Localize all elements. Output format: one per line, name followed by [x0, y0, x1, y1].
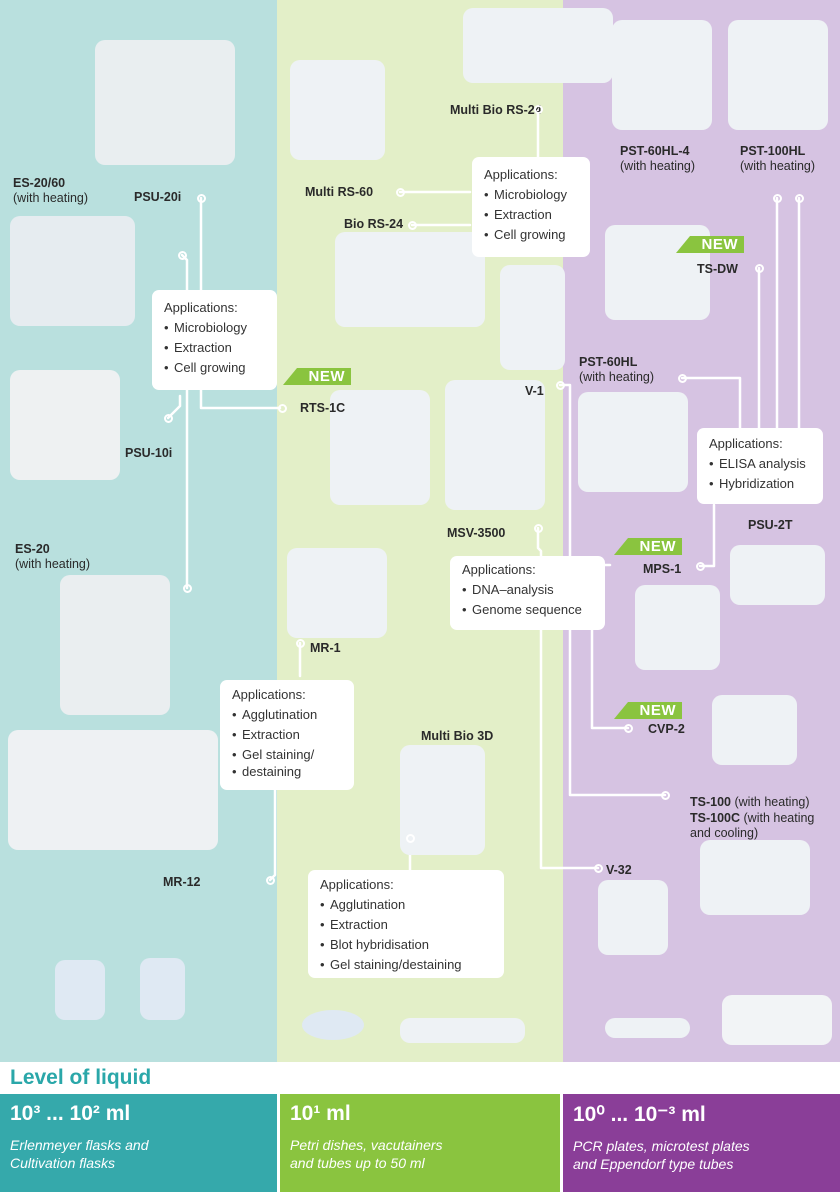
label-rts1c: RTS-1C — [300, 401, 346, 415]
label-ts100: TS-100 (with heating) — [690, 795, 810, 809]
multibiors24-image — [463, 8, 613, 83]
label-es2060: ES-20/60(with heating) — [13, 176, 89, 205]
label-multibio3d: Multi Bio 3D — [421, 729, 494, 743]
volume-description: Petri dishes, vacutainers and tubes up t… — [290, 1137, 443, 1171]
connector-dot — [406, 834, 415, 843]
label-multibiors24: Multi Bio RS-24 — [450, 103, 542, 117]
label-mps1: MPS-1 — [643, 562, 682, 576]
line-pst60hl — [680, 376, 742, 430]
label-es20: ES-20(with heating) — [15, 542, 91, 571]
connector-dot — [534, 105, 543, 114]
multirs60-image — [290, 60, 385, 160]
connector-dot — [678, 374, 687, 383]
volume-band-medium: 10¹ ml Petri dishes, vacutainers and tub… — [280, 1094, 560, 1192]
es20-image — [60, 575, 170, 715]
label-pst60hl: PST-60HL(with heating) — [579, 355, 655, 384]
label-psu2t: PSU-2T — [748, 518, 793, 532]
label-psu10i: PSU-10i — [125, 446, 173, 460]
connector-dot — [661, 791, 670, 800]
applications-box-left: Applications: Microbiology Extraction Ce… — [152, 290, 277, 390]
connector-dot — [773, 194, 782, 203]
pst100hl-image — [728, 20, 828, 130]
connector-dot — [183, 584, 192, 593]
volume-description: Erlenmeyer flasks and Cultivation flasks — [10, 1137, 149, 1171]
label-msv3500: MSV-3500 — [447, 526, 506, 540]
psu10i-image — [10, 370, 120, 480]
label-mr1: MR-1 — [310, 641, 341, 655]
new-badge-mps1: NEW — [614, 538, 682, 555]
petri-dish-image — [302, 1010, 364, 1040]
line-mps1 — [698, 503, 716, 568]
connector-dot — [197, 194, 206, 203]
new-badge-rts1c: NEW — [283, 368, 351, 385]
v32-image — [598, 880, 668, 955]
connector-dot — [408, 221, 417, 230]
volume-description: PCR plates, microtest plates and Eppendo… — [573, 1138, 750, 1172]
applications-box-middle-top: Applications: Microbiology Extraction Ce… — [472, 157, 590, 257]
connector-dot — [278, 404, 287, 413]
psu20i-image — [95, 40, 235, 165]
volume-range: 10³ ... 10² ml — [10, 1102, 131, 1125]
footer-title: Level of liquid — [10, 1066, 152, 1089]
eppendorf-tubes-image — [605, 1018, 690, 1038]
new-badge-tsdw: NEW — [676, 236, 744, 253]
connector-dot — [164, 414, 173, 423]
label-tsdw: TS-DW — [697, 262, 738, 276]
connector-dot — [755, 264, 764, 273]
volume-range: 10¹ ml — [290, 1102, 351, 1125]
cvp2-image — [712, 695, 797, 765]
connector-dot — [795, 194, 804, 203]
connector-dot — [296, 639, 305, 648]
applications-box-middle-bottom: Applications: Agglutination Extraction B… — [308, 870, 504, 978]
label-v1: V-1 — [525, 384, 544, 398]
beaker-image — [55, 960, 105, 1020]
label-pst100hl: PST-100HL(with heating) — [740, 144, 816, 173]
line-psu10i — [166, 394, 182, 420]
flask-image — [140, 958, 185, 1020]
mr1-image — [287, 548, 387, 638]
rts1c-image — [330, 390, 430, 505]
connector-dot — [266, 876, 275, 885]
biors24-image — [335, 232, 485, 327]
connector-dot — [624, 724, 633, 733]
connector-dot — [594, 864, 603, 873]
volume-band-small: 10⁰ ... 10⁻³ ml PCR plates, microtest pl… — [563, 1094, 840, 1192]
connector-dot — [696, 562, 705, 571]
connector-dot — [556, 381, 565, 390]
column-large-volume — [0, 0, 277, 1062]
es2060-image — [10, 216, 135, 326]
label-mr12: MR-12 — [163, 875, 201, 889]
label-psu20i: PSU-20i — [134, 190, 182, 204]
ts100-image — [700, 840, 810, 915]
applications-box-mr: Applications: Agglutination Extraction G… — [220, 680, 354, 790]
microplate-image — [722, 995, 832, 1045]
mps1-image — [635, 585, 720, 670]
label-cvp2: CVP-2 — [648, 722, 685, 736]
line-cvp2 — [590, 628, 630, 730]
new-badge-cvp2: NEW — [614, 702, 682, 719]
pst60hl-image — [578, 392, 688, 492]
label-pst60hl4: PST-60HL-4(with heating) — [620, 144, 696, 173]
connector-dot — [534, 524, 543, 533]
applications-box-elisa: Applications: ELISA analysis Hybridizati… — [697, 428, 823, 504]
tubes-image — [400, 1018, 525, 1043]
connector-dot — [396, 188, 405, 197]
mr12-image — [8, 730, 218, 850]
pst60hl4-image — [612, 20, 712, 130]
label-multirs60: Multi RS-60 — [305, 185, 374, 199]
label-v32: V-32 — [606, 863, 632, 877]
label-biors24: Bio RS-24 — [344, 217, 404, 231]
psu2t-image — [730, 545, 825, 605]
v1-image — [500, 265, 565, 370]
applications-box-dna: Applications: DNA–analysis Genome sequen… — [450, 556, 605, 630]
volume-range: 10⁰ ... 10⁻³ ml — [573, 1103, 706, 1126]
volume-band-large: 10³ ... 10² ml Erlenmeyer flasks and Cul… — [0, 1094, 277, 1192]
line-msv3500-v32 — [536, 526, 600, 870]
msv3500-image — [445, 380, 545, 510]
connector-dot — [178, 251, 187, 260]
line-psu20i-rts1c — [199, 196, 282, 410]
